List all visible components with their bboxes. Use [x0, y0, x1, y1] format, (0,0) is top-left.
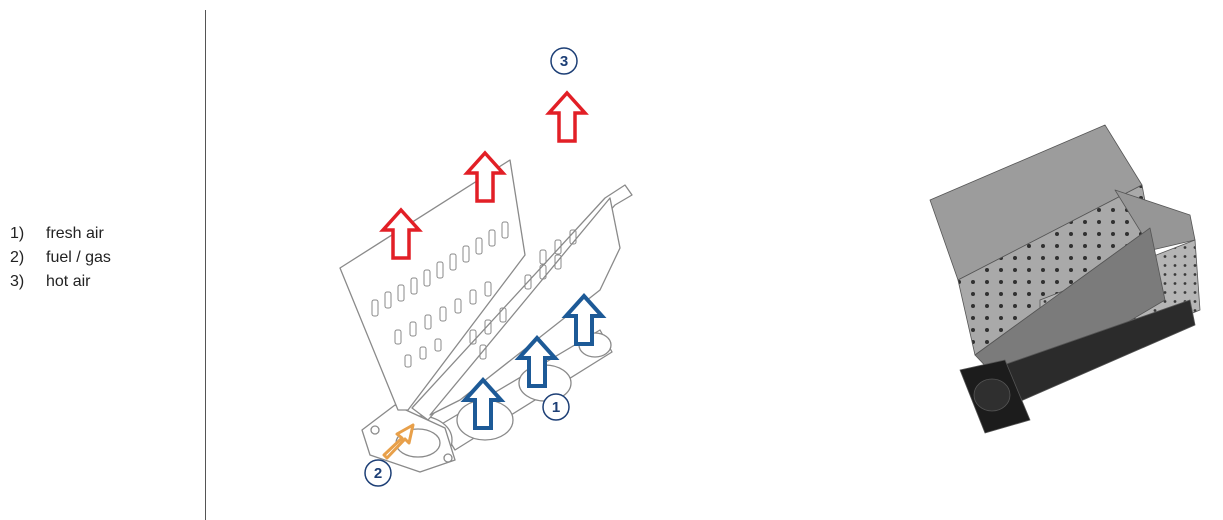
hot-air-arrow-icon [549, 93, 585, 141]
callout-hot-air: 3 [551, 48, 577, 74]
callout-fuel: 2 [365, 460, 391, 486]
callout-number: 2 [374, 465, 382, 482]
burner-3d-render-icon [930, 125, 1200, 433]
callout-number: 1 [552, 399, 560, 416]
callout-number: 3 [560, 53, 568, 70]
callout-fresh-air: 1 [543, 394, 569, 420]
